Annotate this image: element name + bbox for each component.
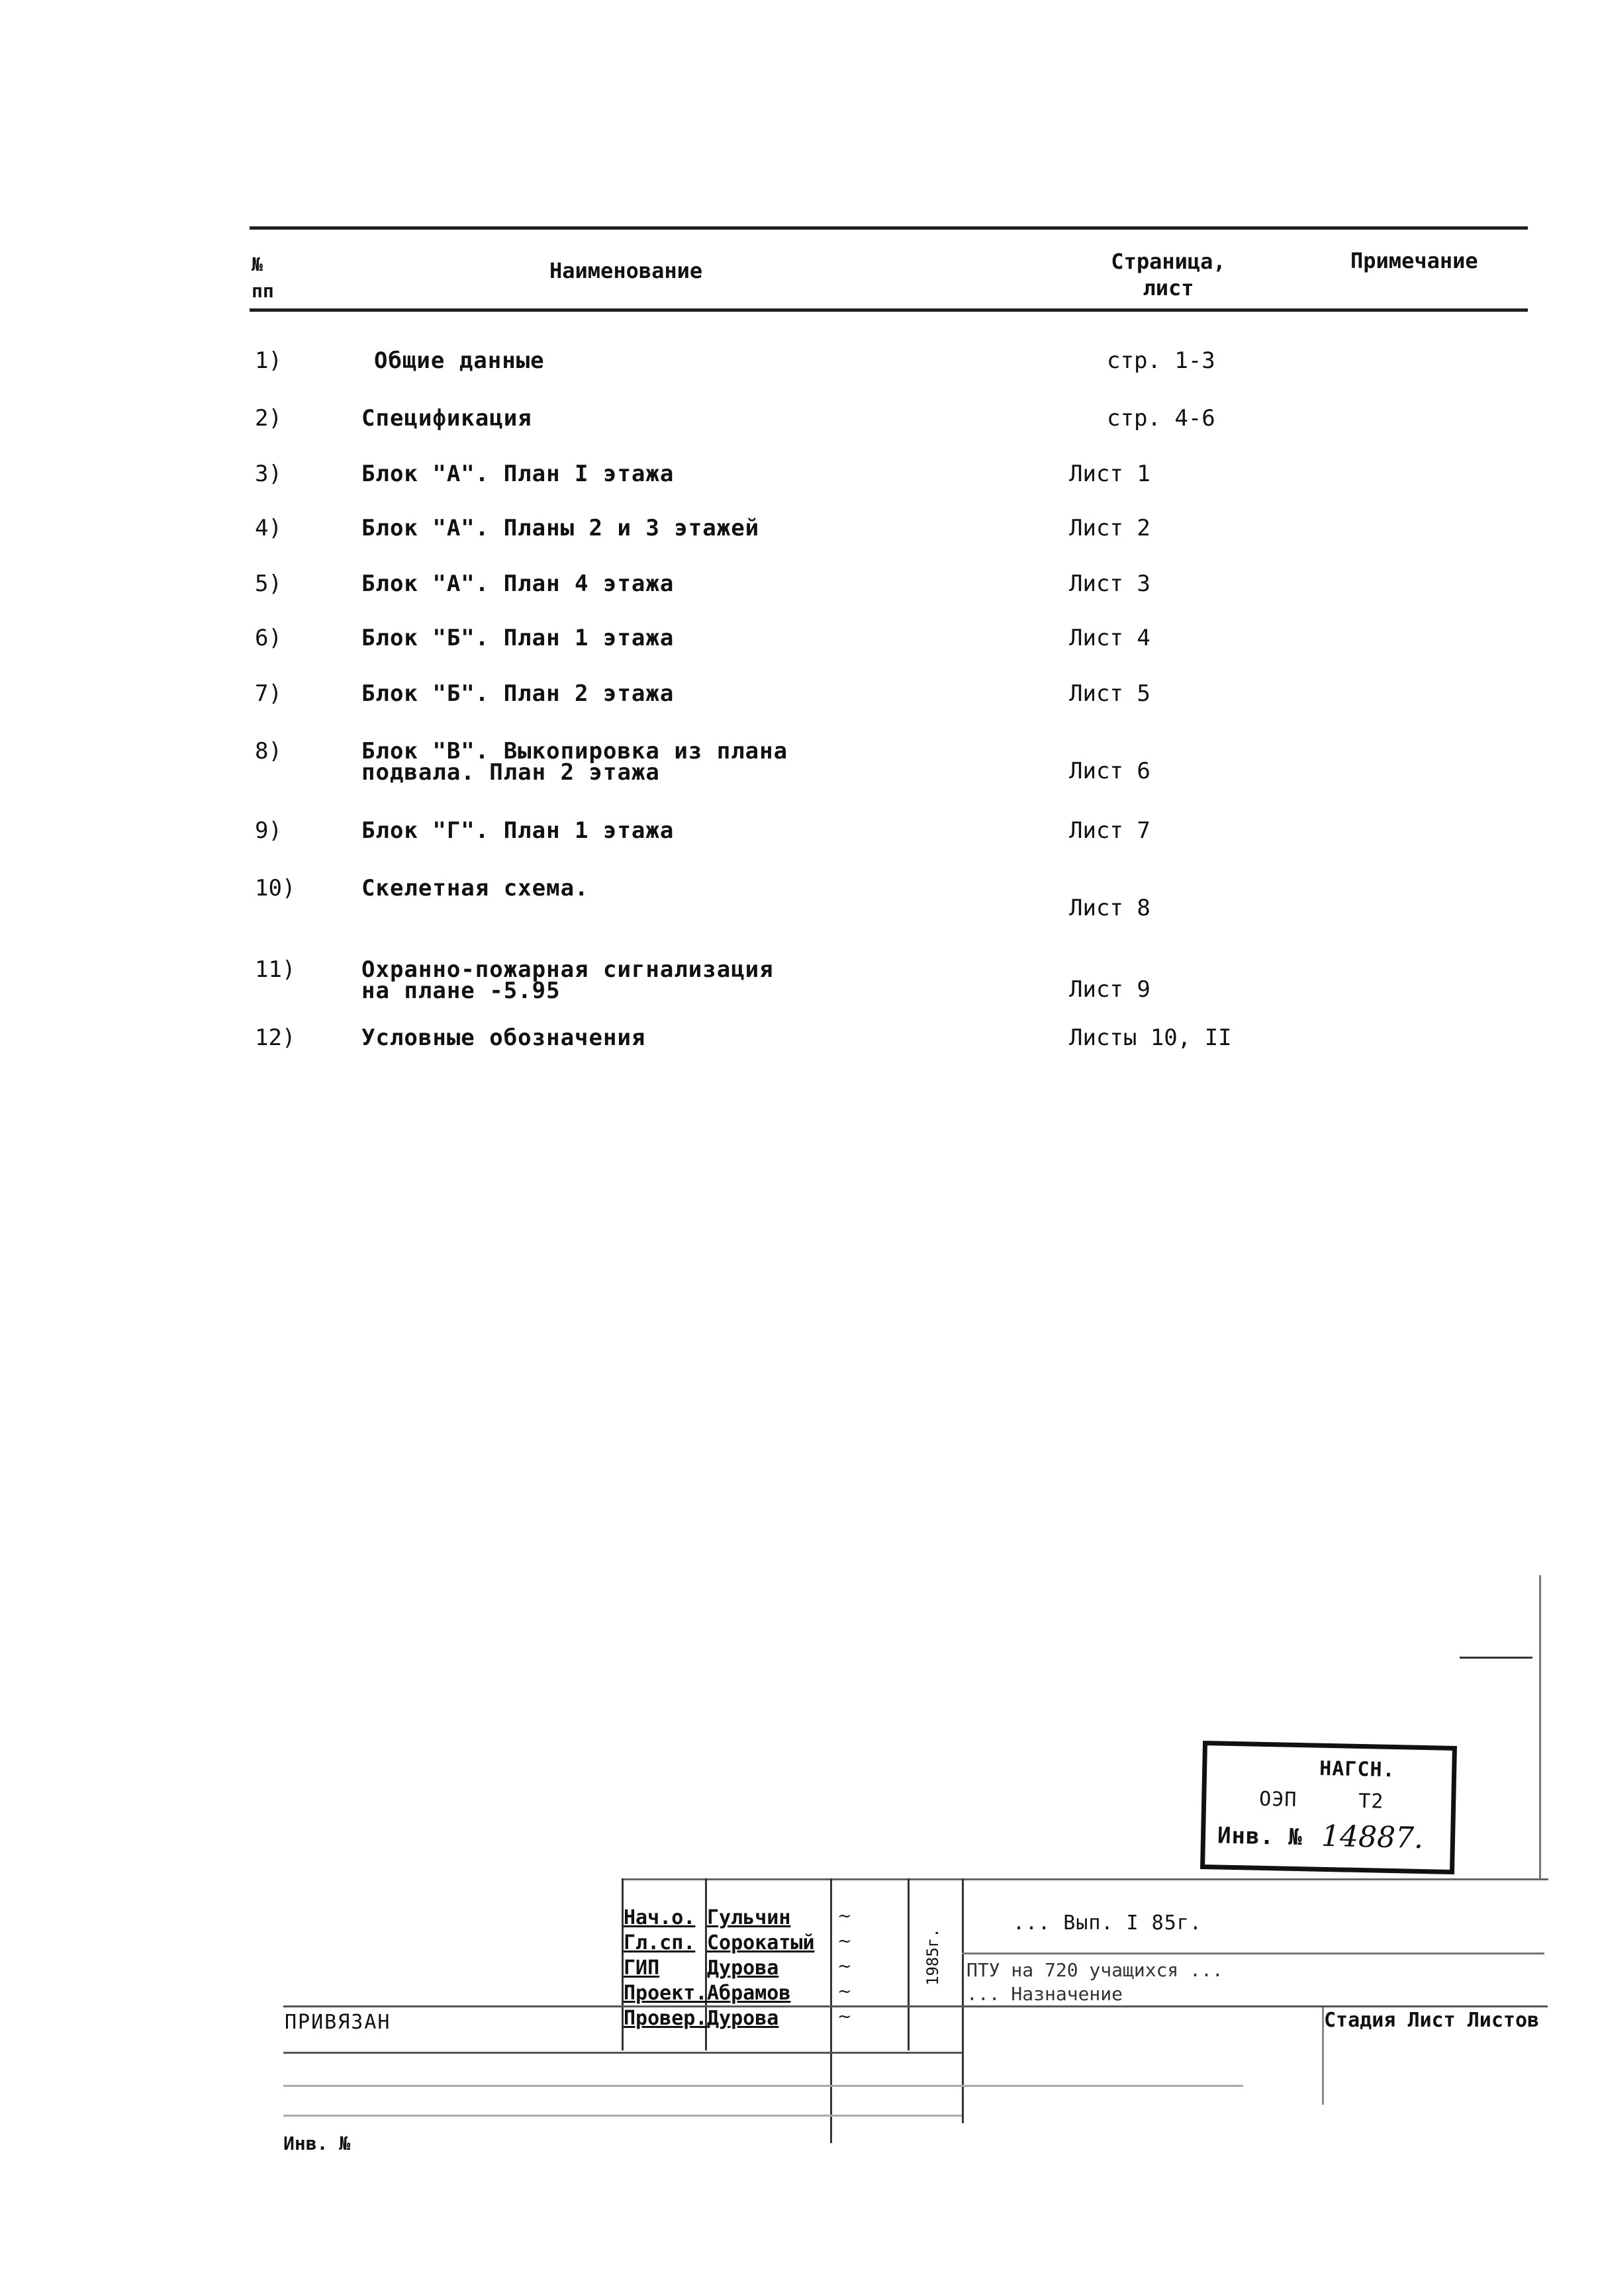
tb-col-6 — [1322, 2005, 1324, 2105]
row-page: Лист 7 — [1069, 817, 1151, 844]
tb-col-2 — [705, 1878, 707, 2050]
row-name: Блок "А". План 4 этажа — [361, 571, 675, 597]
row-name: подвала. План 2 этажа — [361, 759, 660, 786]
tb-name: Сорокатый — [707, 1931, 815, 1954]
tb-bound-rule — [283, 2005, 1548, 2007]
row-number: 8) — [255, 738, 282, 764]
row-number: 10) — [255, 875, 296, 901]
tb-low-rule-2 — [283, 2085, 1243, 2087]
table-header-rule — [250, 308, 1528, 312]
tb-signature: ~ — [837, 2007, 852, 2027]
tb-top-rule — [622, 1878, 1548, 1880]
stamp-line1: НАГСН. — [1319, 1757, 1395, 1782]
row-page: Лист 2 — [1069, 515, 1151, 541]
tb-project-line: ... Вып. I 85г. — [1013, 1911, 1202, 1935]
row-number: 4) — [255, 515, 282, 541]
row-page: Лист 5 — [1069, 680, 1151, 707]
row-page: стр. 1-3 — [1107, 347, 1215, 374]
tb-signature: ~ — [837, 1982, 852, 2001]
row-name: на плане -5.95 — [361, 978, 561, 1004]
header-page: Страница, лист — [1111, 249, 1226, 300]
row-page: Лист 3 — [1069, 571, 1151, 597]
right-margin-tick — [1460, 1657, 1532, 1659]
tb-name: Дурова — [707, 1956, 779, 1980]
tb-inv-footer: Инв. № — [283, 2133, 351, 2154]
tb-name: Гульчин — [707, 1906, 791, 1929]
row-name: Блок "А". План I этажа — [361, 461, 675, 487]
row-number: 6) — [255, 625, 282, 651]
tb-low-rule-3 — [283, 2115, 962, 2117]
row-name: Блок "В". Выкопировка из плана — [361, 738, 788, 764]
row-name: Блок "Б". План 2 этажа — [361, 680, 675, 707]
tb-stage-label: Стадия — [1324, 2009, 1396, 2032]
row-page: стр. 4-6 — [1107, 405, 1215, 432]
stamp-inv-label: Инв. № — [1217, 1822, 1303, 1851]
row-name: Скелетная схема. — [361, 875, 589, 901]
row-page: Лист 4 — [1069, 625, 1151, 651]
row-page: Лист 8 — [1069, 895, 1151, 921]
tb-name: Абрамов — [707, 1982, 791, 2005]
tb-name: Дурова — [707, 2007, 779, 2030]
header-note: Примечание — [1350, 248, 1478, 273]
tb-role: Провер. — [624, 2007, 708, 2030]
tb-description-1: ПТУ на 720 учащихся ... — [966, 1959, 1223, 1981]
row-name: Условные обозначения — [361, 1025, 646, 1051]
tb-stage-labels: Стадия Лист Листов — [1324, 2009, 1539, 2032]
row-page: Лист 1 — [1069, 461, 1151, 487]
row-name: Общие данные — [374, 347, 545, 374]
tb-description-2: ... Назначение — [966, 1983, 1123, 2005]
row-name: Спецификация — [361, 405, 532, 432]
row-name: Охранно-пожарная сигнализация — [361, 956, 774, 983]
tb-mid-rule — [962, 1952, 1544, 1954]
row-name: Блок "Г". План 1 этажа — [361, 817, 675, 844]
row-number: 9) — [255, 817, 282, 844]
row-number: 11) — [255, 956, 296, 983]
tb-low-rule — [283, 2052, 962, 2054]
row-number: 7) — [255, 680, 282, 707]
row-number: 2) — [255, 405, 282, 432]
row-page: Лист 6 — [1069, 758, 1151, 784]
row-page: Листы 10, II — [1069, 1025, 1232, 1051]
row-page: Лист 9 — [1069, 976, 1151, 1003]
row-number: 12) — [255, 1025, 296, 1051]
archive-stamp: НАГСН. ОЭП Т2 Инв. № 14887. — [1200, 1741, 1457, 1874]
row-name: Блок "А". Планы 2 и 3 этажей — [361, 515, 760, 541]
tb-role: Проект. — [624, 1982, 708, 2005]
row-name: Блок "Б". План 1 этажа — [361, 625, 675, 651]
tb-sheet-label: Лист — [1407, 2009, 1456, 2032]
stamp-line2-left: ОЭП — [1258, 1787, 1297, 1812]
tb-date: 1985г. — [923, 1928, 942, 1986]
header-num: № пп — [252, 253, 274, 302]
tb-role: Нач.о. — [624, 1906, 696, 1929]
stamp-inv-number: 14887. — [1321, 1819, 1424, 1855]
tb-signature: ~ — [837, 1906, 852, 1926]
tb-col-4 — [908, 1878, 910, 2050]
tb-signature: ~ — [837, 1931, 852, 1951]
right-margin-line — [1539, 1575, 1541, 1880]
tb-col-3 — [830, 1878, 832, 2143]
tb-role: ГИП — [624, 1956, 660, 1980]
tb-sheets-label: Листов — [1467, 2009, 1540, 2032]
table-top-rule — [250, 226, 1528, 230]
row-number: 3) — [255, 461, 282, 487]
tb-bound-label: ПРИВЯЗАН — [285, 2011, 391, 2034]
stamp-line2-right: Т2 — [1358, 1789, 1384, 1814]
header-name: Наименование — [549, 258, 703, 283]
tb-signature: ~ — [837, 1956, 852, 1976]
tb-col-5 — [962, 1878, 964, 2123]
tb-col-1 — [622, 1878, 624, 2050]
tb-role: Гл.сп. — [624, 1931, 696, 1954]
row-number: 5) — [255, 571, 282, 597]
row-number: 1) — [255, 347, 282, 374]
